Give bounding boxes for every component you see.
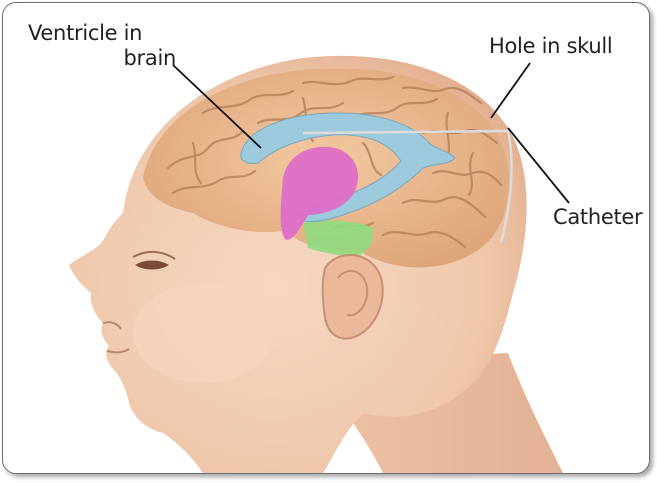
hole-in-skull-label: Hole in skull bbox=[489, 34, 612, 59]
ventricle-label-line2: brain bbox=[28, 46, 178, 71]
catheter-label: Catheter bbox=[553, 205, 642, 230]
ventricle-label: Ventricle in brain bbox=[28, 21, 178, 71]
hole-pointer bbox=[491, 63, 530, 118]
illustration-frame: Ventricle in brain Hole in skull Cathete… bbox=[2, 2, 650, 474]
ventricle-label-line1: Ventricle in bbox=[28, 21, 178, 46]
cheek-shade bbox=[133, 283, 273, 383]
head-illustration bbox=[3, 3, 649, 473]
